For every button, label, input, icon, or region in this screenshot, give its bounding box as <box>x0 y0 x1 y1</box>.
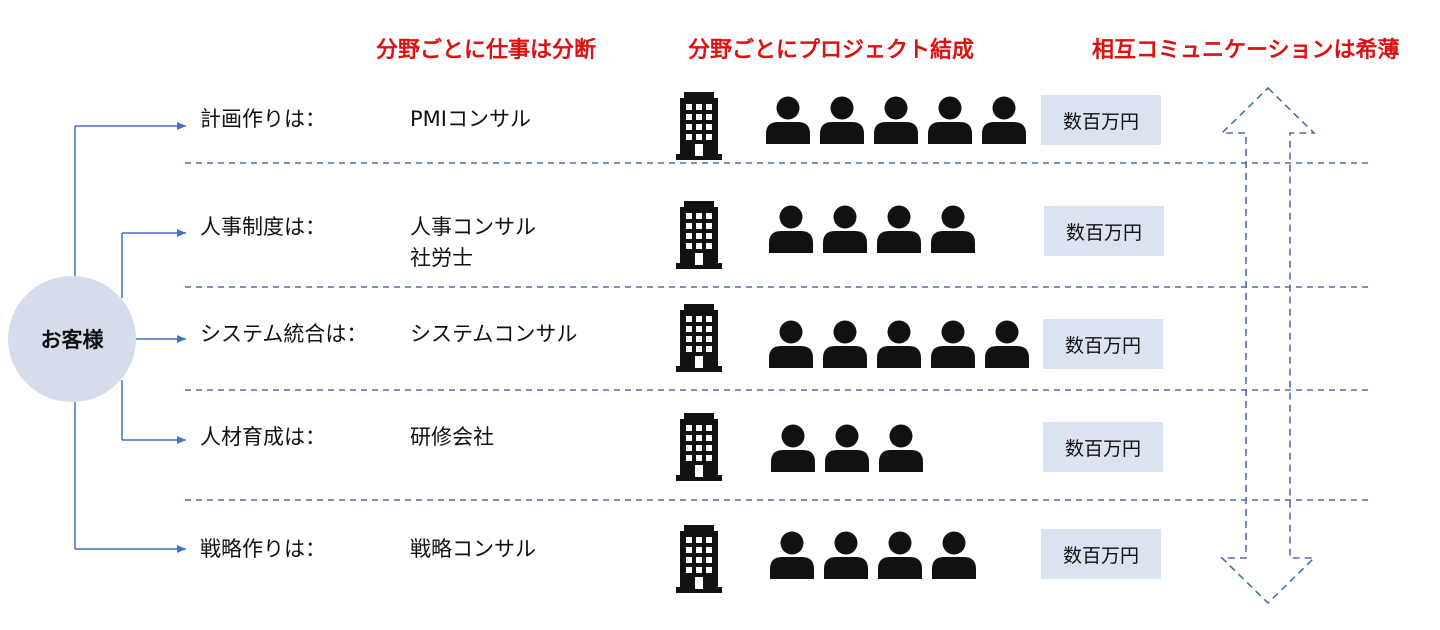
person-icon <box>879 424 923 472</box>
person-icon <box>769 320 813 368</box>
cost-label: 数百万円 <box>1062 110 1139 133</box>
provider-line: システムコンサル <box>410 322 578 346</box>
person-icon <box>824 531 868 579</box>
building-icon <box>676 525 722 593</box>
person-icon <box>820 96 864 144</box>
person-icon <box>932 531 976 579</box>
row-label: 戦略作りは： <box>200 537 326 561</box>
header-fragmented-work: 分野ごとに仕事は分断 <box>376 38 597 63</box>
person-icon <box>823 205 867 253</box>
person-icon <box>874 96 918 144</box>
people-group <box>769 531 977 579</box>
provider-line: 研修会社 <box>410 425 494 449</box>
cost-label: 数百万円 <box>1065 221 1142 244</box>
row-label: 人事制度は： <box>200 215 326 239</box>
person-icon <box>877 205 921 253</box>
header-weak-communication: 相互コミュニケーションは希薄 <box>1092 38 1400 63</box>
people-group <box>770 424 924 472</box>
row-hr-system: 人事制度は： 人事コンサル 社労士 数百万円 <box>0 198 1440 298</box>
person-icon <box>769 205 813 253</box>
person-icon <box>823 320 867 368</box>
building-icon <box>676 92 722 160</box>
people-group <box>768 320 1030 368</box>
provider-line: 社労士 <box>410 246 473 270</box>
cost-box: 数百万円 <box>1043 422 1163 472</box>
row-provider: 人事コンサル 社労士 <box>410 212 536 274</box>
building-icon <box>676 304 722 372</box>
person-icon <box>931 205 975 253</box>
building-icon <box>676 201 722 269</box>
cost-box: 数百万円 <box>1041 95 1161 145</box>
row-label: 人材育成は： <box>200 425 326 449</box>
cost-label: 数百万円 <box>1062 544 1139 567</box>
cost-box: 数百万円 <box>1044 206 1164 256</box>
row-label: システム統合は： <box>200 322 368 346</box>
customer-label: お客様 <box>40 328 104 352</box>
connector-outer <box>74 122 186 553</box>
person-icon <box>931 320 975 368</box>
row-provider: 研修会社 <box>410 422 494 453</box>
person-icon <box>985 320 1029 368</box>
row-provider: PMIコンサル <box>410 104 531 135</box>
customer-circle: お客様 <box>8 276 136 402</box>
row-talent-development: 人材育成は： 研修会社 数百万円 <box>0 410 1440 510</box>
connector-inner <box>121 229 186 444</box>
person-icon <box>770 531 814 579</box>
person-icon <box>766 96 810 144</box>
row-system-integration: システム統合は： システムコンサル 数百万円 <box>0 304 1440 404</box>
row-planning: 計画作りは： PMIコンサル 数百万円 <box>0 90 1440 190</box>
building-icon <box>676 413 722 481</box>
people-group <box>765 96 1027 144</box>
provider-line: 戦略コンサル <box>410 537 536 561</box>
cost-label: 数百万円 <box>1064 437 1141 460</box>
person-icon <box>771 424 815 472</box>
provider-line: 人事コンサル <box>410 215 536 239</box>
people-group <box>768 205 976 253</box>
cost-box: 数百万円 <box>1041 529 1161 579</box>
header-project-formation: 分野ごとにプロジェクト結成 <box>688 38 975 63</box>
provider-line: PMIコンサル <box>410 107 531 131</box>
row-label: 計画作りは： <box>200 107 326 131</box>
row-provider: 戦略コンサル <box>410 534 536 565</box>
person-icon <box>825 424 869 472</box>
person-icon <box>878 531 922 579</box>
communication-arrow-icon <box>1220 86 1316 605</box>
person-icon <box>928 96 972 144</box>
person-icon <box>982 96 1026 144</box>
row-provider: システムコンサル <box>410 319 577 350</box>
cost-box: 数百万円 <box>1043 319 1163 369</box>
row-strategy: 戦略作りは： 戦略コンサル 数百万円 <box>0 520 1440 620</box>
person-icon <box>877 320 921 368</box>
cost-label: 数百万円 <box>1064 334 1141 357</box>
